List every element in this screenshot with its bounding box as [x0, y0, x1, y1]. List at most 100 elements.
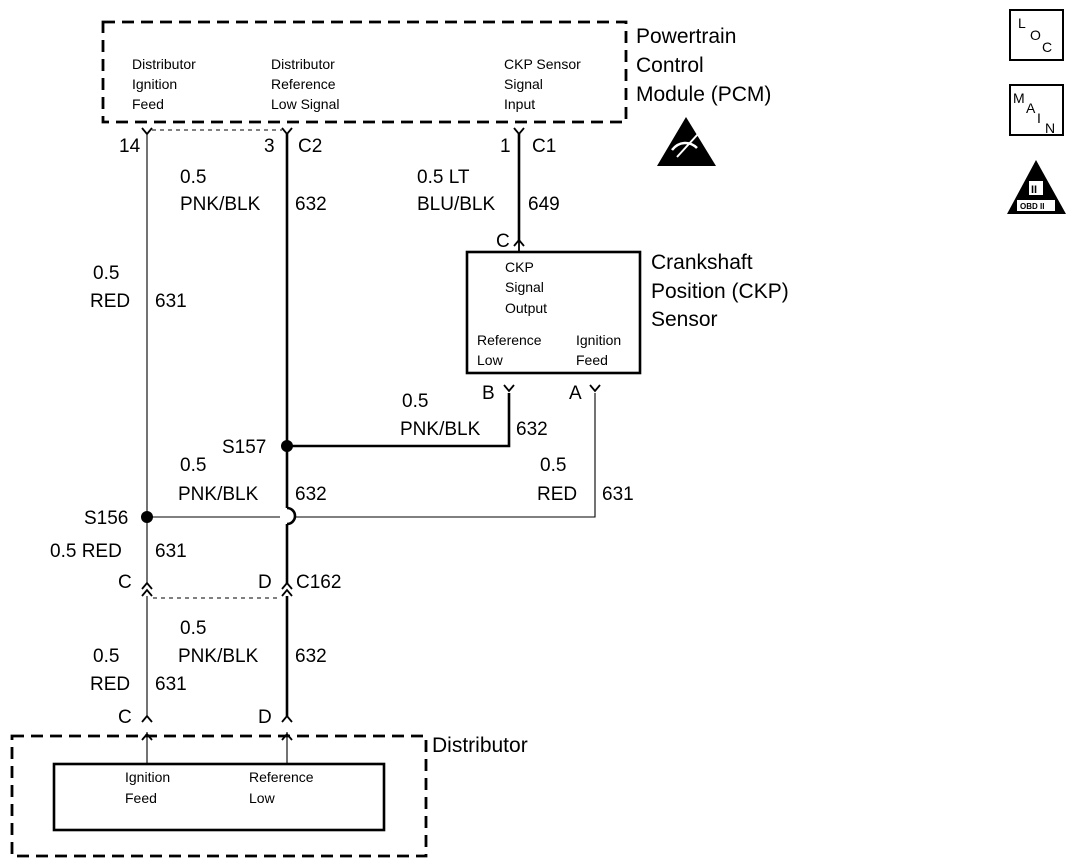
svg-text:OBD II: OBD II	[1020, 202, 1044, 211]
svg-text:0.5: 0.5	[180, 455, 206, 476]
svg-text:0.5: 0.5	[402, 391, 428, 412]
pcm-pin-ign-feed-label: Distributor Ignition Feed	[132, 56, 196, 112]
svg-text:Control: Control	[636, 54, 704, 77]
svg-text:Feed: Feed	[576, 352, 608, 368]
loc-icon[interactable]: L O C	[1009, 9, 1064, 61]
pcm-terminal-14	[141, 127, 153, 136]
dist-pin-ign-feed-label: Ignition Feed	[125, 769, 170, 806]
svg-text:Low: Low	[249, 790, 276, 806]
wire-pnk-632-to-sensor	[287, 393, 511, 448]
c162-terminal-d	[281, 581, 293, 597]
wire-label-pnk-upper: 0.5 PNK/BLK 632	[180, 167, 327, 215]
svg-text:632: 632	[295, 646, 327, 667]
dist-pin-ref-low-label: Reference Low	[249, 769, 314, 806]
pcm-box	[101, 20, 628, 124]
dist-pin-letter-d: D	[258, 707, 272, 728]
svg-text:Output: Output	[505, 300, 547, 316]
svg-text:632: 632	[295, 194, 327, 215]
svg-text:Signal: Signal	[505, 279, 544, 295]
c162-terminal-c	[141, 581, 153, 597]
distributor-label: Distributor	[432, 734, 528, 757]
pcm-pin-ref-low-label: Distributor Reference Low Signal	[271, 56, 340, 112]
ckp-terminal-b	[503, 384, 515, 393]
svg-text:Feed: Feed	[125, 790, 157, 806]
svg-text:C: C	[1042, 39, 1052, 55]
distributor-box	[10, 734, 428, 858]
svg-text:Distributor: Distributor	[271, 56, 335, 72]
obd-ii-icon[interactable]: II OBD II	[1007, 160, 1066, 214]
svg-text:II: II	[1031, 184, 1037, 196]
main-icon[interactable]: M A I N	[1009, 84, 1064, 136]
dist-terminal-c	[141, 714, 153, 723]
pcm-pin-ckp-input-label: CKP Sensor Signal Input	[504, 56, 581, 112]
svg-text:631: 631	[602, 484, 634, 505]
splice-s157-label: S157	[222, 437, 266, 458]
ckp-pin-letter-b: B	[482, 383, 495, 404]
ckp-pin-output-label: CKP Signal Output	[505, 259, 547, 316]
splice-s156	[141, 511, 153, 523]
svg-text:Crankshaft: Crankshaft	[651, 251, 753, 274]
dist-pin-letter-c: C	[118, 707, 132, 728]
c162-pin-d: D	[258, 572, 272, 593]
wire-label-red-upper: 0.5 RED 631	[90, 263, 187, 312]
svg-text:RED: RED	[90, 291, 130, 312]
dist-inner-terminal-d	[281, 732, 293, 741]
svg-text:0.5: 0.5	[93, 646, 119, 667]
svg-text:PNK/BLK: PNK/BLK	[178, 484, 259, 505]
svg-text:631: 631	[155, 541, 187, 562]
svg-text:RED: RED	[537, 484, 577, 505]
ckp-sensor-label: Crankshaft Position (CKP) Sensor	[651, 251, 789, 331]
ckp-sensor-box	[465, 250, 642, 375]
svg-text:N: N	[1045, 120, 1055, 136]
pcm-pin-number-3: 3	[264, 136, 275, 157]
ckp-terminal-c	[513, 238, 525, 247]
svg-text:Low: Low	[477, 352, 504, 368]
pcm-pin-number-14: 14	[119, 136, 141, 157]
svg-text:0.5: 0.5	[93, 263, 119, 284]
svg-text:I: I	[1037, 110, 1041, 126]
svg-text:O: O	[1030, 27, 1041, 43]
splice-s156-label: S156	[84, 508, 128, 529]
svg-text:PNK/BLK: PNK/BLK	[180, 194, 261, 215]
wire-crossover-hop	[286, 506, 297, 526]
svg-text:Low Signal: Low Signal	[271, 96, 340, 112]
svg-text:Input: Input	[504, 96, 535, 112]
svg-text:RED: RED	[90, 674, 130, 695]
svg-text:631: 631	[155, 674, 187, 695]
c162-label: C162	[296, 572, 341, 593]
pcm-connector-c2: C2	[298, 136, 322, 157]
svg-text:0.5: 0.5	[180, 618, 206, 639]
esd-warning-icon	[657, 117, 716, 166]
pcm-connector-c1: C1	[532, 136, 556, 157]
svg-text:CKP: CKP	[505, 259, 534, 275]
svg-text:649: 649	[528, 194, 560, 215]
svg-text:Reference: Reference	[477, 332, 542, 348]
dist-inner-terminal-c	[141, 732, 153, 741]
svg-text:Position (CKP): Position (CKP)	[651, 280, 789, 303]
svg-text:Signal: Signal	[504, 76, 543, 92]
svg-text:Reference: Reference	[249, 769, 314, 785]
svg-text:Distributor: Distributor	[132, 56, 196, 72]
ckp-terminal-a	[589, 384, 601, 393]
svg-text:0.5: 0.5	[180, 167, 206, 188]
wire-label-pnk-to-sensor: 0.5 PNK/BLK 632	[400, 391, 548, 440]
pcm-terminal-1	[513, 127, 525, 136]
svg-text:631: 631	[155, 291, 187, 312]
svg-text:Feed: Feed	[132, 96, 164, 112]
svg-text:Reference: Reference	[271, 76, 336, 92]
svg-text:Powertrain: Powertrain	[636, 25, 736, 48]
svg-text:A: A	[1026, 100, 1036, 116]
svg-text:M: M	[1013, 90, 1025, 106]
ckp-pin-ign-feed-label: Ignition Feed	[576, 332, 621, 368]
wire-label-red-to-sensor: 0.5 RED 631	[537, 455, 634, 505]
distributor-inner-box	[52, 762, 386, 832]
svg-text:Module (PCM): Module (PCM)	[636, 83, 771, 106]
wire-label-red-mid: 0.5 RED 631	[50, 541, 187, 562]
svg-text:Ignition: Ignition	[125, 769, 170, 785]
svg-text:PNK/BLK: PNK/BLK	[400, 419, 481, 440]
pcm-label: Powertrain Control Module (PCM)	[636, 25, 771, 106]
svg-text:632: 632	[295, 484, 327, 505]
svg-text:BLU/BLK: BLU/BLK	[417, 194, 495, 215]
pcm-terminal-3	[281, 127, 293, 136]
